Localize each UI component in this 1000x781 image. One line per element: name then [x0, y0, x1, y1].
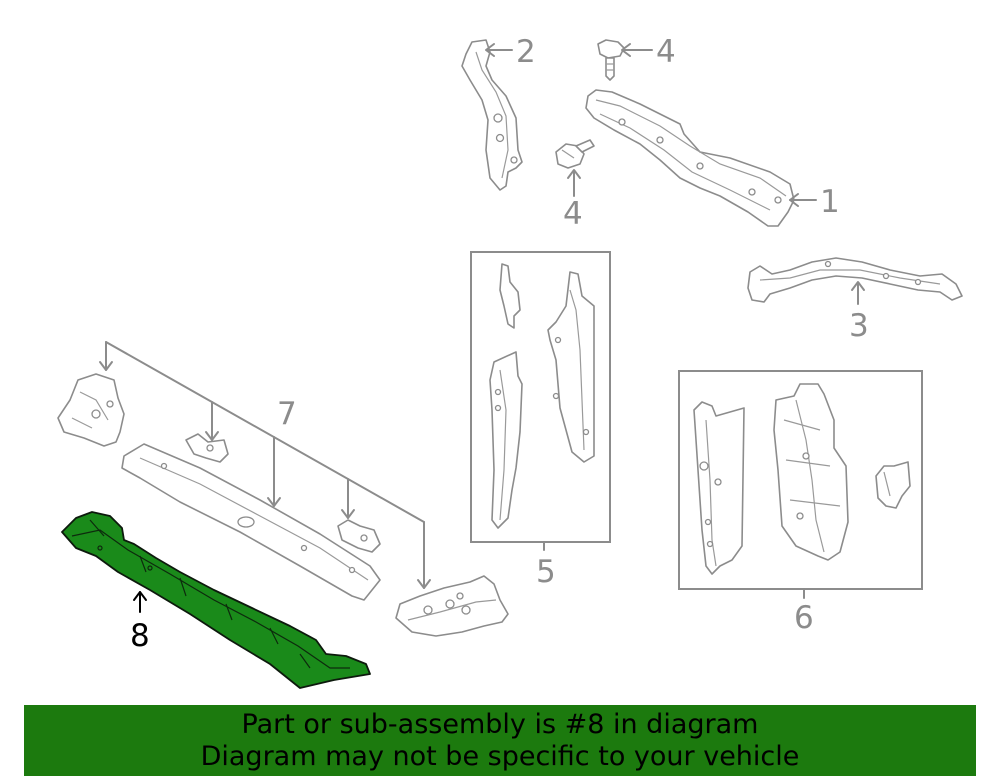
part-3-brace[interactable]	[747, 257, 963, 303]
info-banner: Part or sub-assembly is #8 in diagram Di…	[24, 705, 976, 776]
callout-6: 6	[794, 600, 814, 636]
part-8-highlighted[interactable]	[61, 511, 371, 689]
part-5-box	[470, 251, 611, 543]
part-6-box	[678, 370, 923, 590]
callout-4-mid: 4	[563, 196, 583, 232]
callout-3: 3	[849, 308, 869, 344]
banner-line-1: Part or sub-assembly is #8 in diagram	[241, 709, 759, 740]
part-5-components[interactable]	[489, 263, 595, 529]
part-4-bolt-top[interactable]	[597, 39, 625, 81]
callout-2: 2	[516, 34, 536, 70]
callout-7: 7	[277, 396, 297, 432]
banner-line-2: Diagram may not be specific to your vehi…	[200, 741, 800, 772]
part-6-components[interactable]	[693, 383, 911, 575]
callout-8: 8	[130, 618, 150, 654]
callout-4-top: 4	[656, 34, 676, 70]
part-2-bracket[interactable]	[461, 39, 523, 191]
callout-1: 1	[820, 184, 840, 220]
part-7-components[interactable]	[57, 373, 509, 637]
part-7-leaders	[99, 341, 431, 589]
part-1-support-member[interactable]	[585, 89, 795, 227]
callout-5: 5	[536, 554, 556, 590]
part-4-bolt-mid[interactable]	[555, 139, 595, 169]
